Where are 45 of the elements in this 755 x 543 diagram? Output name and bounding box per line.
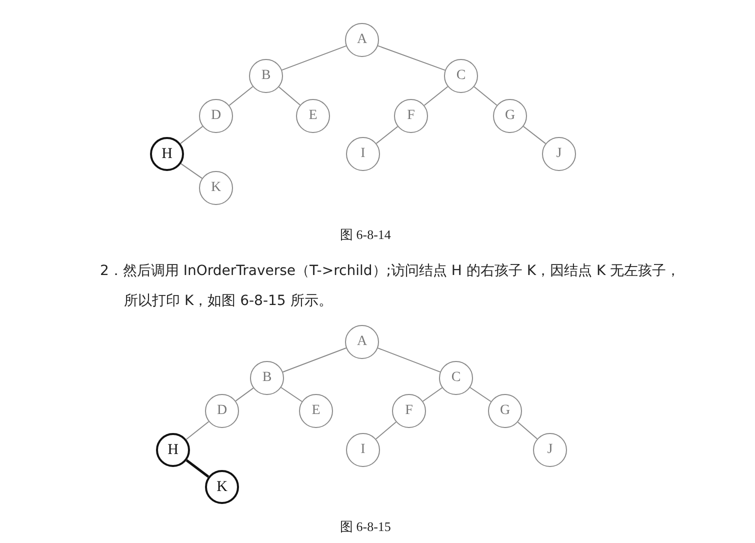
connector-line [376,126,398,144]
tree-node-circle: I [346,137,380,171]
figure-caption: 图 6-8-15 [340,518,391,536]
tree-node-circle: E [296,99,330,133]
connector-line [280,387,302,402]
connector-line [235,388,254,402]
tree-node-circle: K [205,470,239,504]
connector-line [186,459,210,478]
connector-line [180,126,204,144]
connector-line [422,387,443,402]
tree-node-circle: J [542,137,576,171]
tree-node-circle: F [392,394,426,428]
tree-node-circle: D [199,99,233,133]
connector-line [278,86,301,106]
tree-node-circle: A [345,23,379,57]
tree-node-circle: C [439,361,473,395]
connector-line [474,86,498,106]
connector-line [281,45,347,71]
connector-line [228,86,254,106]
tree-node-circle: D [205,394,239,428]
connector-line [522,126,546,144]
connector-line [377,348,441,372]
connector-line [180,163,203,179]
tree-node-circle: G [493,99,527,133]
tree-node-circle: I [346,433,380,467]
connector-line [470,387,492,402]
tree-node-circle: J [533,433,567,467]
paragraph: 2．然后调用 InOrderTraverse（T->rchild）;访问结点 H 的右孩子 K，因结点 K 无左孩子，所以打印 K，如图 6-8-15 所示。 [100,262,682,311]
tree-node-circle: C [444,59,478,93]
tree-node-circle: B [249,59,283,93]
tree-node-circle: F [394,99,428,133]
connector-line [375,422,397,440]
connector-line [517,422,538,440]
connector-line [282,348,347,372]
tree-node-circle: A [345,325,379,359]
figure-caption: 图 6-8-14 [340,226,391,244]
tree-node-circle: B [250,361,284,395]
tree-node-circle: H [150,137,184,171]
connector-line [377,45,446,71]
connector-line [424,86,448,106]
tree-node-circle: K [199,171,233,205]
connector-line [186,421,210,440]
tree-node-circle: E [299,394,333,428]
tree-node-circle: H [156,433,190,467]
tree-node-circle: G [488,394,522,428]
